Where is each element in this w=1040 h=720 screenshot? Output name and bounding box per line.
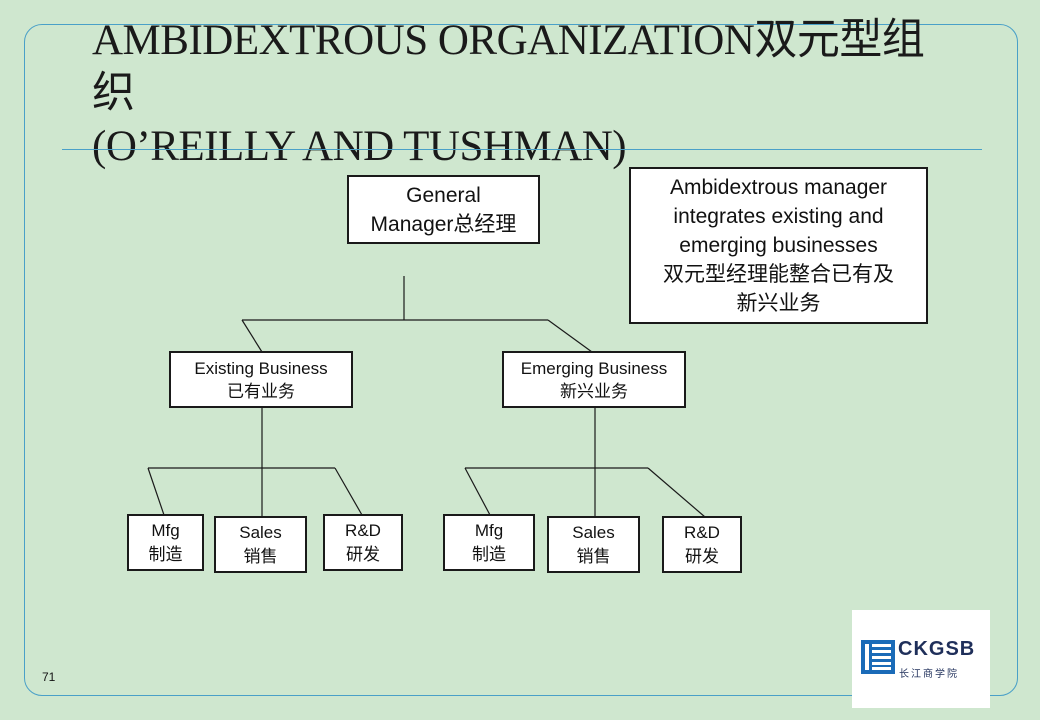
unit-zh: 销售 (576, 546, 611, 566)
emerging-zh: 新兴业务 (560, 381, 628, 401)
existing-business-box: Existing Business 已有业务 (169, 351, 353, 408)
emerging-mfg-drop (464, 467, 491, 516)
slide-title: AMBIDEXTROUS ORGANIZATION双元型组 织 (O’REILL… (92, 17, 925, 170)
general-manager-box: General Manager总经理 (347, 175, 540, 244)
note-line: integrates existing and (673, 205, 884, 228)
emerging-business-box: Emerging Business 新兴业务 (502, 351, 686, 408)
note-line: 新兴业务 (736, 292, 821, 315)
emerging-rd-box: R&D 研发 (662, 516, 742, 573)
emerging-mfg-box: Mfg 制造 (443, 514, 535, 571)
unit-zh: 研发 (685, 546, 719, 566)
title-divider (62, 149, 982, 150)
emerging-drop (547, 319, 593, 353)
existing-mfg-drop (147, 467, 165, 516)
unit-en: Mfg (474, 520, 504, 540)
slide-frame (24, 24, 1018, 696)
unit-en: Sales (239, 522, 282, 542)
gm-line1: General (406, 183, 481, 207)
ckgsb-emblem-icon (861, 640, 895, 674)
unit-zh: 制造 (472, 544, 506, 564)
existing-rd-drop (334, 467, 363, 516)
existing-sales-box: Sales 销售 (214, 516, 307, 573)
unit-en: Mfg (151, 520, 180, 540)
logo-subtext: 长江商学院 (899, 669, 959, 680)
ckgsb-logo: CKGSB 长江商学院 (852, 610, 990, 708)
unit-zh: 制造 (148, 544, 183, 564)
unit-en: R&D (345, 520, 381, 540)
gm-line2: Manager总经理 (370, 212, 517, 236)
logo-text: CKGSB (898, 638, 976, 660)
unit-zh: 销售 (243, 546, 278, 566)
existing-rd-box: R&D 研发 (323, 514, 403, 571)
existing-en: Existing Business (194, 358, 328, 378)
emerging-rd-drop (647, 467, 706, 518)
page-number: 71 (42, 670, 56, 684)
existing-mfg-box: Mfg 制造 (127, 514, 204, 571)
note-line: 双元型经理能整合已有及 (663, 263, 894, 286)
emerging-en: Emerging Business (520, 358, 668, 378)
unit-en: R&D (684, 522, 720, 542)
emerging-sales-box: Sales 销售 (547, 516, 640, 573)
existing-drop (241, 319, 263, 353)
note-line: Ambidextrous manager (669, 176, 888, 199)
ambidextrous-note-box: Ambidextrous manager integrates existing… (629, 167, 928, 324)
unit-zh: 研发 (346, 544, 380, 564)
note-line: emerging businesses (679, 234, 878, 257)
unit-en: Sales (572, 522, 615, 542)
existing-zh: 已有业务 (227, 381, 295, 401)
